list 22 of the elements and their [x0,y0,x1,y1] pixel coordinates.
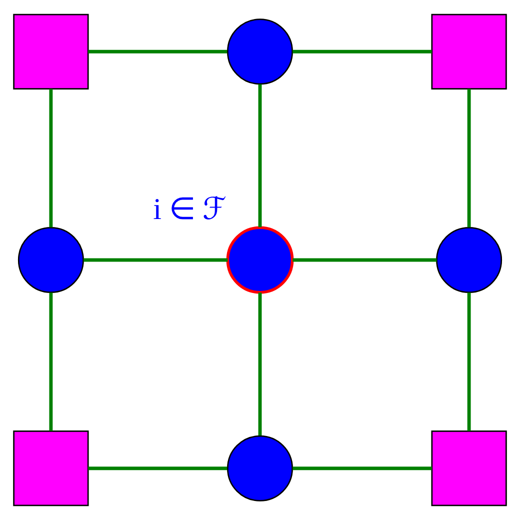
connector [84,258,228,262]
connector [292,258,437,262]
connector [258,292,262,435]
connector [292,466,432,470]
node-box [431,13,507,89]
node-box [431,430,507,506]
connector [292,49,432,53]
connector [88,49,228,53]
node-box [13,430,89,506]
node-box [13,13,89,89]
node-circle [18,226,84,292]
connector [49,88,53,227]
node-circle [436,226,502,292]
node-circle [227,18,293,84]
connector [258,84,262,227]
connector [467,292,471,430]
connector [88,466,228,470]
connector [467,88,471,227]
node-label: i ∈ ℱ [153,191,227,226]
node-circle [226,226,294,294]
connector [49,292,53,430]
node-circle [227,434,293,501]
